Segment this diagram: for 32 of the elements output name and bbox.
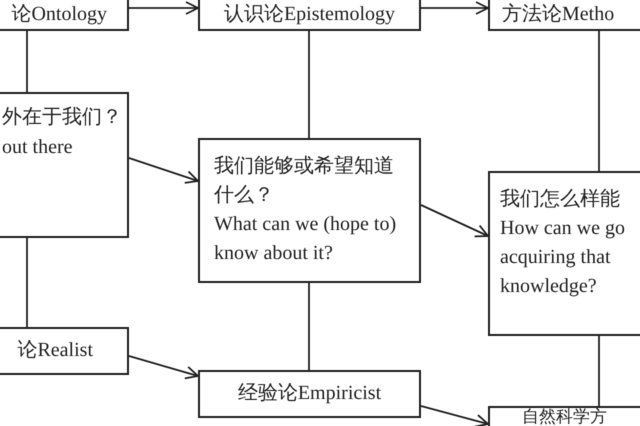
box-text: 认识论Epistemology [222,2,396,27]
concept-box [198,0,421,31]
arrow [129,1,199,15]
connector-line [308,31,310,138]
connector-line [598,336,600,406]
arrow [421,1,489,15]
concept-box [0,92,129,238]
connector-line [598,31,600,171]
concept-box [488,406,640,426]
box-text: 论Ontology [10,2,107,27]
connector-line [308,283,310,370]
connector-line [26,238,28,327]
concept-box [0,0,129,31]
box-text: 我们怎么样能 [500,187,621,212]
concept-box [198,138,421,283]
concept-box [488,171,640,336]
arrow [420,405,489,426]
box-text: What can we (hope to) know about it? [214,212,398,266]
box-text: 外在于我们？ [2,105,123,130]
concept-box [488,0,640,31]
box-text: out there [2,135,74,160]
concept-box [0,327,129,375]
box-text: 经验论Empiricist [236,381,382,406]
box-text: 方法论Metho [502,2,616,27]
box-text: 我们能够或希望知道什么？ [214,154,395,208]
box-text: How can we go acquiring that knowledge? [500,216,626,299]
box-text: 论Realist [16,338,93,363]
arrow [128,355,199,380]
arrow [420,204,489,238]
concept-box [198,370,421,418]
connector-line [26,31,28,92]
arrow [128,157,199,184]
